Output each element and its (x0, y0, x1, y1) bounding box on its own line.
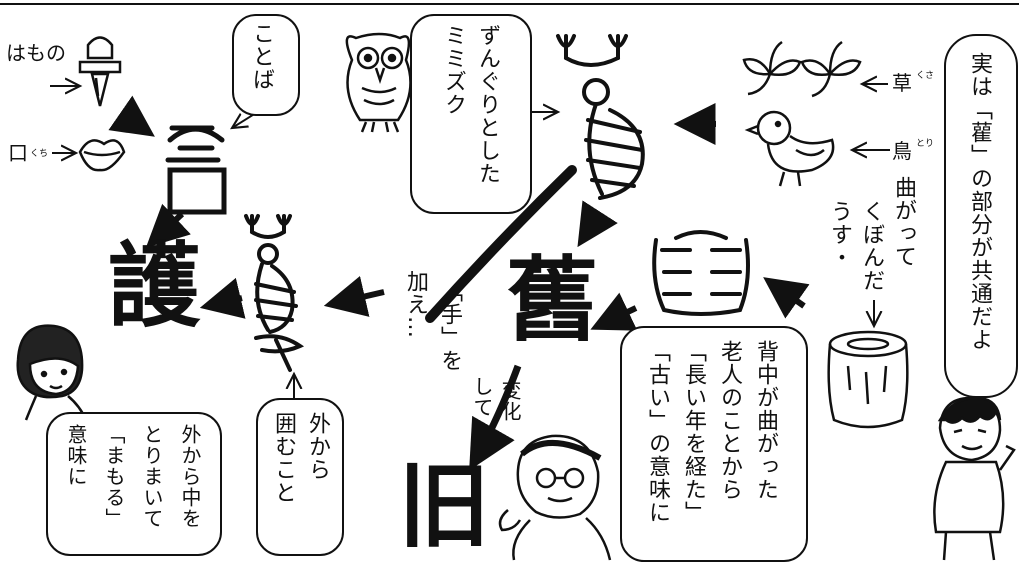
mamoru-text-1: 外から中を (178, 424, 202, 529)
kakomu-bubble (256, 398, 344, 556)
bird-icon (744, 110, 835, 187)
label-kuchi: 口 (8, 141, 28, 165)
owl-icon (345, 32, 412, 133)
mamoru-bubble (46, 412, 222, 556)
label-te-wo: 「手」を (437, 280, 462, 372)
kanji-go: 護 (108, 232, 201, 340)
label-shite: して (470, 376, 494, 418)
label-kubonda: くぼんだ (859, 200, 884, 292)
mouth-icon (78, 139, 126, 172)
label-kuwae: 加え… (403, 270, 428, 339)
sena-text-2: 老人のことから (717, 340, 742, 501)
sena-text-3: 「長い年を経た」 (681, 340, 706, 524)
girl-icon (16, 324, 88, 421)
sena-text-4: 「古い」の意味に (645, 340, 670, 524)
label-usu: うす・ (827, 200, 852, 269)
sena-text-1: 背中が曲がった (753, 340, 778, 501)
grass-icon (742, 40, 862, 98)
old-man-icon (498, 434, 612, 561)
ancient-usu-glyph (652, 230, 750, 316)
kakomu-text-2: 囲むこと (271, 412, 296, 504)
ancient-kan-glyph (556, 34, 645, 200)
mamoru-text-3: 「まもる」 (102, 424, 126, 529)
ruby-kusa: くさ (916, 71, 935, 81)
boy-icon (933, 396, 1016, 561)
jitsu-text: 実は「雚」の部分が共通だよ (967, 52, 992, 351)
stump-icon (827, 330, 909, 429)
ancient-gen-glyph (165, 125, 227, 215)
label-mimizuku-2: ミミズク (441, 24, 466, 116)
mamoru-text-2: とりまいて (140, 424, 164, 529)
mimizuku-bubble (410, 14, 532, 214)
ruby-tori: とり (916, 139, 935, 149)
label-magatte: 曲がって (891, 176, 916, 268)
kotoba-bubble (232, 14, 300, 116)
label-henka: 変化 (498, 380, 522, 422)
label-mimizuku-1: ずんぐりとした (475, 24, 500, 185)
label-kusa: 草 (892, 71, 912, 95)
divider-stroke (425, 165, 577, 323)
ancient-go-glyph (244, 214, 305, 372)
top-rule (0, 3, 1019, 5)
knife-icon (78, 36, 122, 107)
label-tori: 鳥 (892, 139, 912, 163)
kanji-kyuu-new: 旧 (398, 452, 491, 560)
mamoru-text-4: 意味に (64, 424, 88, 487)
label-hamono: はもの (6, 41, 66, 65)
ruby-kuchi: くち (30, 149, 49, 159)
jitsu-bubble (944, 34, 1018, 398)
sena-bubble (620, 326, 808, 562)
kanji-kyuu-old: 舊 (506, 246, 599, 354)
kakomu-text-1: 外から (305, 412, 330, 481)
label-kotoba: ことば (249, 22, 274, 91)
